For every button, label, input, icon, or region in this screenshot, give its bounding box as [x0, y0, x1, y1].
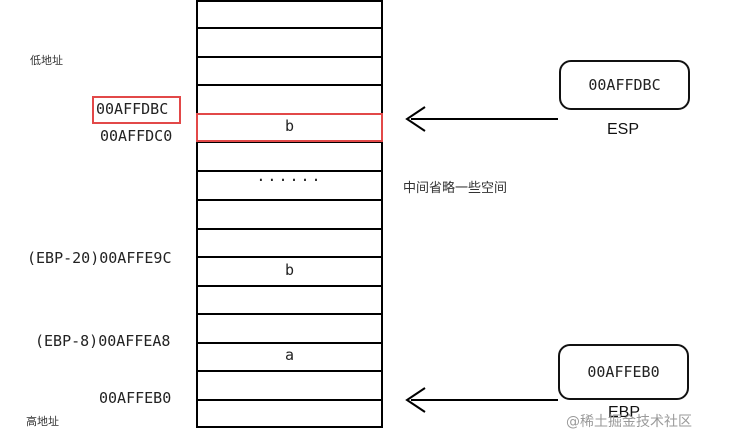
stack-row-line [198, 313, 381, 315]
stack-row-line [198, 399, 381, 401]
cell-a: a [284, 346, 295, 364]
ebp-arrow [405, 387, 558, 413]
low-address-label: 低地址 [30, 54, 63, 67]
stack-column: b ······ b a [196, 0, 383, 428]
esp-value-box: 00AFFDBC [559, 60, 690, 110]
address-ebp-20: (EBP-20)00AFFE9C [27, 249, 172, 267]
ebp-label: EBP [608, 404, 641, 421]
omitted-space-note: 中间省略一些空间 [403, 181, 508, 196]
address-00affdc0: 00AFFDC0 [100, 127, 173, 145]
ellipsis: ······ [256, 171, 323, 189]
stack-row-line [198, 370, 381, 372]
address-00affdbc: 00AFFDBC [96, 100, 169, 118]
cell-b-top: b [284, 117, 295, 135]
stack-row-line [198, 285, 381, 287]
stack-row-line [198, 256, 381, 258]
address-00affeb0: 00AFFEB0 [99, 389, 172, 407]
watermark: @稀土掘金技术社区 [566, 414, 692, 430]
stack-row-line [198, 27, 381, 29]
esp-label: ESP [607, 121, 640, 138]
esp-arrow [405, 106, 558, 132]
stack-row-line [198, 342, 381, 344]
ebp-value-box: 00AFFEB0 [558, 344, 689, 400]
stack-row-line [198, 56, 381, 58]
stack-row-line [198, 199, 381, 201]
highlight-cell [196, 113, 383, 142]
stack-row-line [198, 141, 381, 143]
stack-row-line [198, 84, 381, 86]
stack-row-line [198, 170, 381, 172]
stack-row-line [198, 0, 381, 2]
stack-row-line [198, 228, 381, 230]
high-address-label: 高地址 [26, 415, 59, 428]
address-ebp-8: (EBP-8)00AFFEA8 [35, 332, 171, 350]
highlight-address-box [92, 96, 181, 124]
cell-b-mid: b [284, 261, 295, 279]
